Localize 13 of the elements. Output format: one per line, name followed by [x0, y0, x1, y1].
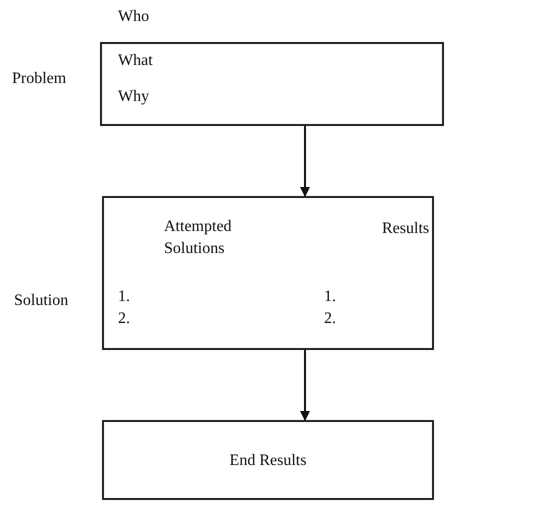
box-heading: Who	[118, 7, 150, 27]
box-text: 1. 2.	[324, 287, 337, 329]
process-box	[102, 420, 434, 500]
side-label: Solution	[14, 291, 68, 311]
box-text: Attempted Solutions	[164, 217, 233, 259]
arrow	[300, 350, 310, 421]
side-label: Problem	[12, 69, 66, 89]
box-text: Results	[382, 219, 430, 239]
box-text: End Results	[228, 451, 308, 471]
arrow	[300, 126, 310, 197]
box-text: Why	[118, 87, 150, 107]
box-text: 1. 2.	[118, 287, 131, 329]
box-text: What	[118, 51, 153, 71]
